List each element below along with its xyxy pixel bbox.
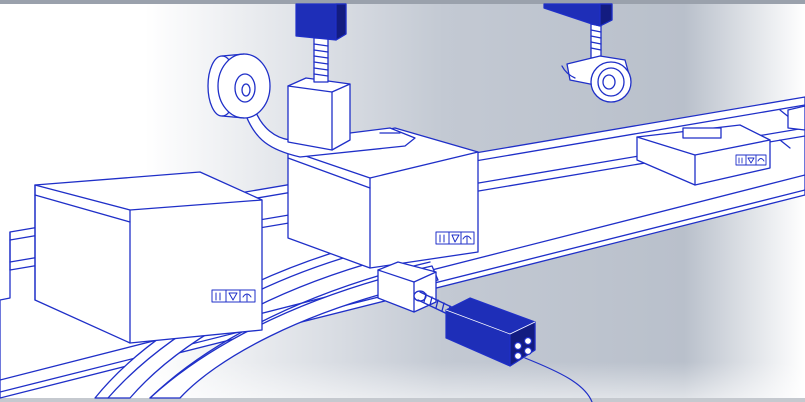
box-far-right [787,105,805,131]
fragile-this-way-up-label-icon [435,231,475,245]
bottom-border [0,398,805,402]
box-right [636,124,771,186]
sensor-cable [524,357,593,402]
camera-mount [543,3,613,27]
top-border [0,0,805,4]
fragile-this-way-up-label-icon [211,289,256,303]
sensor-bracket [377,261,437,313]
security-camera-icon [561,17,632,103]
box-center [287,127,479,269]
proximity-sensor-icon [445,297,536,367]
box-left [34,171,263,344]
fragile-this-way-up-label-icon [735,154,767,166]
press-mount [295,3,347,41]
tape-dispenser-icon [207,53,271,119]
tape-press-head [287,37,351,151]
tape-strip [244,109,416,158]
